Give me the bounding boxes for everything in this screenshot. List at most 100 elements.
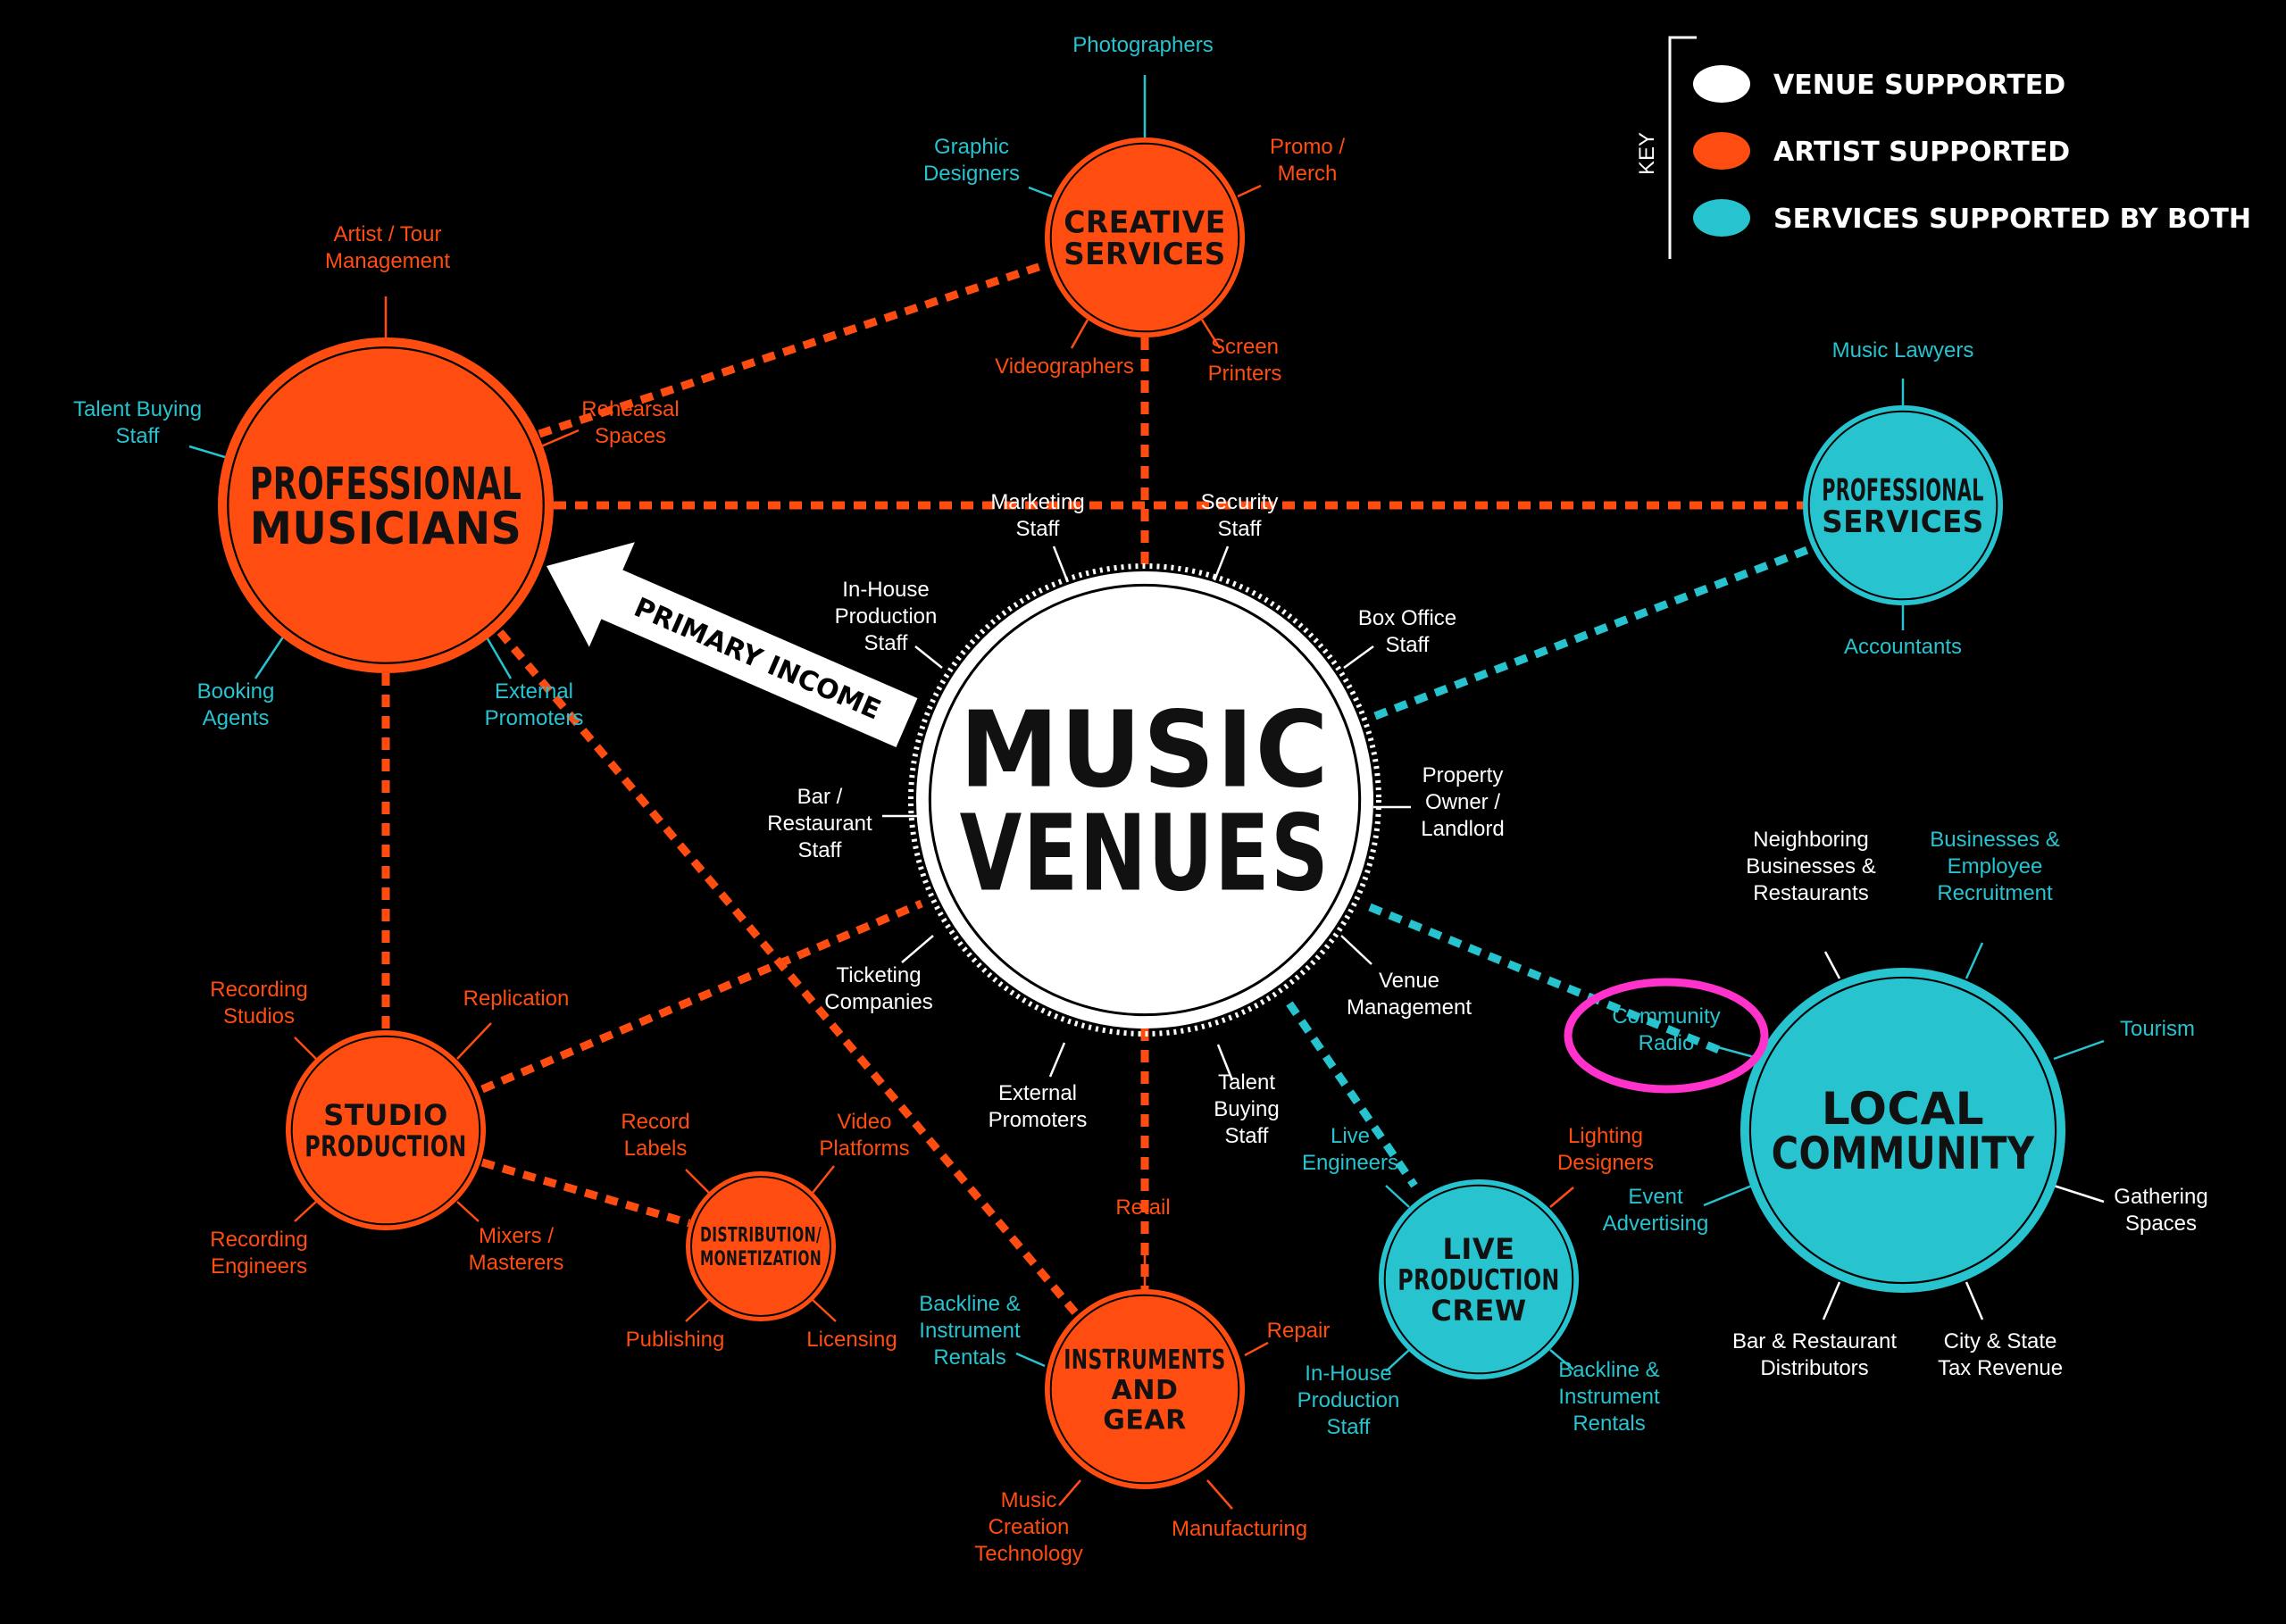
spoke-line-instruments-gear-3 — [1058, 1479, 1081, 1506]
node-circle — [1045, 1289, 1245, 1489]
spoke-line-live-production-2 — [1385, 1349, 1410, 1372]
link-music-venues-to-live-production — [1286, 1001, 1418, 1188]
connection-lines — [381, 260, 1809, 1315]
spoke-line-distribution-3 — [812, 1299, 837, 1322]
spoke-label-professional-services-1: Accountants — [1844, 635, 1962, 659]
spoke-label-distribution-2: Publishing — [626, 1328, 725, 1352]
node-inner-ring — [1748, 976, 2057, 1285]
spoke-line-instruments-gear-2 — [1244, 1341, 1269, 1357]
spoke-label-distribution-3: Licensing — [806, 1328, 897, 1352]
node-circle — [218, 337, 554, 673]
spoke-label-instruments-gear-0: Retail — [1115, 1195, 1170, 1220]
spoke-line-studio-production-3 — [456, 1201, 480, 1222]
node-inner-ring — [1807, 410, 1998, 601]
spoke-line-distribution-2 — [685, 1299, 710, 1322]
spoke-line-music-venues-2 — [914, 645, 943, 669]
spoke-label-local-community-3: Tourism — [2120, 1017, 2195, 1041]
spoke-line-music-venues-7 — [1340, 935, 1372, 965]
legend-bracket — [1668, 36, 1697, 259]
spoke-line-professional-musicians-2 — [540, 429, 580, 448]
spoke-line-instruments-gear-1 — [1015, 1352, 1046, 1368]
spoke-line-live-production-3 — [1549, 1349, 1574, 1370]
node-inner-ring — [227, 346, 545, 664]
highlight-ellipse — [1564, 978, 1769, 1094]
spoke-line-local-community-4 — [1703, 1184, 1753, 1207]
node-circle — [686, 1171, 836, 1321]
spoke-line-live-production-0 — [1385, 1185, 1410, 1208]
link-studio-production-to-distribution — [480, 1158, 691, 1228]
spoke-line-professional-musicians-4 — [484, 635, 513, 679]
spoke-line-local-community-2 — [1714, 1045, 1758, 1060]
spoke-label-creative-services-0: Photographers — [1072, 33, 1213, 57]
spoke-line-studio-production-1 — [456, 1022, 492, 1060]
node-inner-ring — [1049, 1294, 1240, 1485]
spoke-line-studio-production-2 — [294, 1201, 317, 1222]
node-circle — [286, 1030, 486, 1230]
node-circle — [1379, 1179, 1579, 1379]
node-inner-ring — [928, 583, 1362, 1017]
spoke-line-local-community-0 — [1823, 951, 1841, 979]
spoke-line-local-community-5 — [2053, 1184, 2105, 1203]
spoke-line-creative-services-3 — [1070, 319, 1089, 349]
spoke-label-creative-services-2: Promo /Merch — [1270, 135, 1345, 186]
legend-swatch-0 — [1693, 65, 1750, 103]
spoke-label-instruments-gear-2: Repair — [1267, 1319, 1331, 1343]
node-circle — [1803, 405, 2003, 605]
spoke-line-live-production-1 — [1549, 1187, 1574, 1208]
spoke-line-music-venues-6 — [901, 935, 934, 963]
legend-label-1: ARTIST SUPPORTED — [1773, 137, 2070, 168]
spoke-line-music-venues-8 — [1048, 1042, 1066, 1078]
spoke-line-local-community-7 — [1965, 1281, 1984, 1320]
legend-label-2: SERVICES SUPPORTED BY BOTH — [1773, 204, 2251, 235]
node-rough-edge — [908, 563, 1381, 1037]
node-inner-ring — [1049, 142, 1240, 333]
node-distribution: DISTRIBUTION/MONETIZATION — [686, 1171, 836, 1321]
spoke-line-distribution-0 — [685, 1169, 710, 1194]
spoke-label-studio-production-3: Mixers /Masterers — [469, 1224, 564, 1275]
